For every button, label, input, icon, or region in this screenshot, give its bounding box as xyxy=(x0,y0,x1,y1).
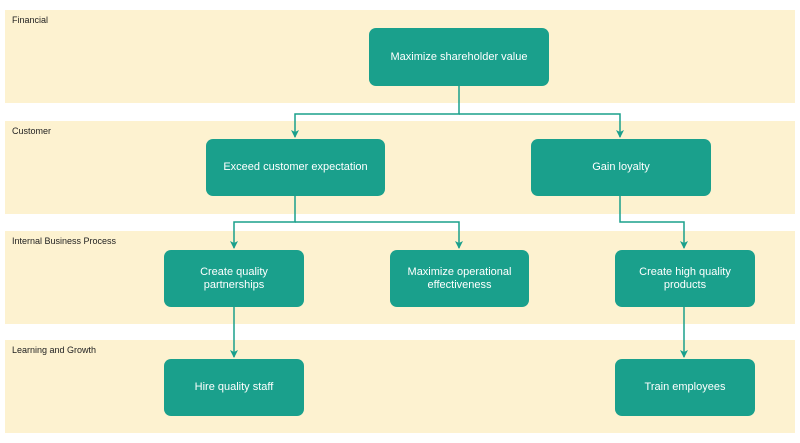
node-label: Create quality partnerships xyxy=(200,265,268,291)
node-maximize-shareholder-value[interactable]: Maximize shareholder value xyxy=(369,28,549,86)
connector-shareholder-to-exceed xyxy=(291,86,460,138)
lane-label-learning-and-growth: Learning and Growth xyxy=(12,345,97,355)
node-create-high-quality-products[interactable]: Create high quality products xyxy=(615,250,755,307)
lane-label-customer: Customer xyxy=(12,126,52,136)
node-maximize-operational-effectiveness[interactable]: Maximize operational effectiveness xyxy=(390,250,529,307)
connector-loyalty-to-products xyxy=(619,196,688,249)
node-label: Gain loyalty xyxy=(592,161,650,173)
connector-exceed-to-partnerships xyxy=(230,196,296,249)
node-label: Maximize shareholder value xyxy=(390,50,528,63)
node-create-quality-partnerships[interactable]: Create quality partnerships xyxy=(164,250,304,307)
lane-label-financial: Financial xyxy=(12,15,49,25)
node-label: Create high quality products xyxy=(639,265,731,291)
node-label: Hire quality staff xyxy=(194,381,274,393)
node-label: Exceed customer expectation xyxy=(223,161,368,173)
node-hire-quality-staff[interactable]: Hire quality staff xyxy=(164,359,304,416)
node-exceed-customer-expectation[interactable]: Exceed customer expectation xyxy=(206,139,385,196)
lane-label-internal-business-process: Internal Business Process xyxy=(12,236,117,246)
node-label: Maximize operational effectiveness xyxy=(407,265,512,291)
node-gain-loyalty[interactable]: Gain loyalty xyxy=(531,139,711,196)
connector-exceed-to-operational xyxy=(295,221,463,249)
node-label: Train employees xyxy=(644,381,726,393)
connector-shareholder-to-loyalty xyxy=(459,113,624,138)
node-train-employees[interactable]: Train employees xyxy=(615,359,755,416)
